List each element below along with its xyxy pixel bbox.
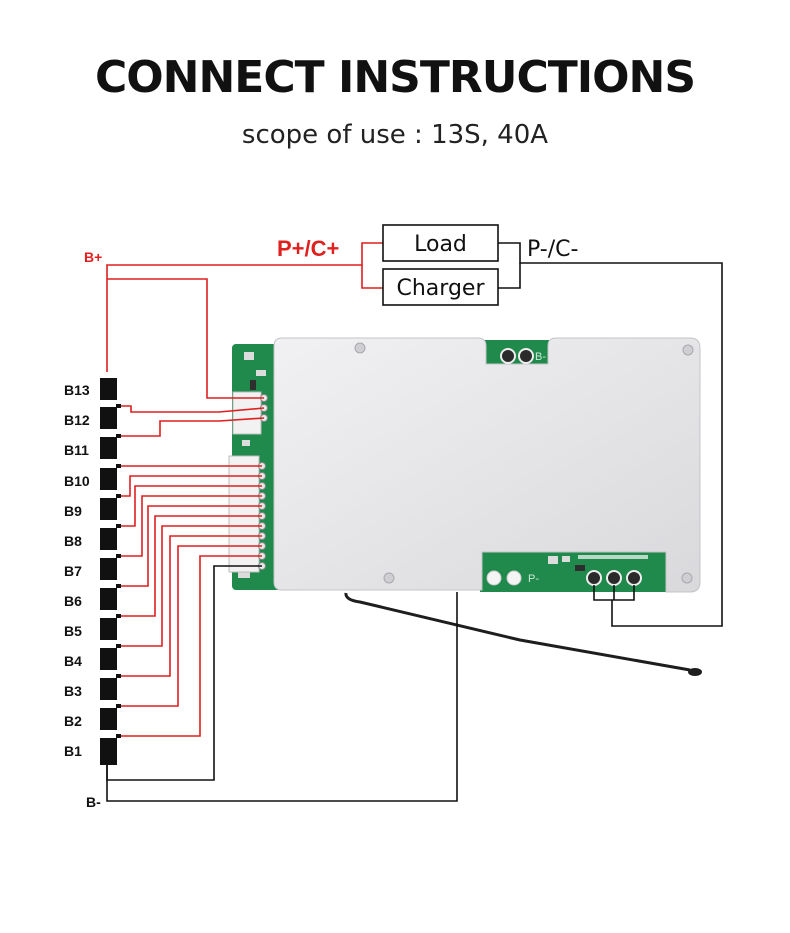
page-title: CONNECT INSTRUCTIONS bbox=[94, 52, 696, 103]
p-minus-pad-label: P- bbox=[528, 573, 539, 585]
b-minus-pad-hole bbox=[518, 348, 534, 364]
bms-board: B- P- bbox=[228, 337, 701, 593]
load-label: Load bbox=[414, 232, 467, 257]
p-plus-c-plus-label: P+/C+ bbox=[277, 236, 339, 261]
charger-box bbox=[382, 268, 499, 306]
b-plus-label: B+ bbox=[84, 249, 102, 265]
b-minus-pad-label: B- bbox=[535, 351, 546, 363]
cell-label-b5: B5 bbox=[64, 623, 82, 639]
cell-label-b11: B11 bbox=[64, 442, 89, 458]
screw-hole bbox=[681, 572, 693, 584]
cell-label-b10: B10 bbox=[64, 473, 90, 489]
p-minus-pad-hole bbox=[486, 570, 502, 586]
cell-label-b3: B3 bbox=[64, 683, 82, 699]
screw-hole bbox=[383, 572, 395, 584]
cell-label-b13: B13 bbox=[64, 382, 90, 398]
b-minus-label: B- bbox=[86, 794, 101, 810]
c-minus-pad-hole bbox=[606, 570, 622, 586]
screw-hole bbox=[682, 344, 694, 356]
balance-connector-bottom bbox=[228, 455, 260, 573]
c-minus-pad-hole bbox=[626, 570, 642, 586]
cell-label-b4: B4 bbox=[64, 653, 82, 669]
charger-label: Charger bbox=[397, 276, 486, 301]
ntc-sensor-cable bbox=[344, 592, 691, 672]
c-minus-pad-hole bbox=[586, 570, 602, 586]
cell-label-b7: B7 bbox=[64, 563, 82, 579]
page-subtitle: scope of use : 13S, 40A bbox=[241, 120, 549, 150]
cell-label-b9: B9 bbox=[64, 503, 82, 519]
p-minus-pad-hole bbox=[506, 570, 522, 586]
balance-wires bbox=[106, 242, 383, 737]
cell-label-b8: B8 bbox=[64, 533, 82, 549]
charger-plus-wire bbox=[361, 265, 383, 289]
cell-labels: B13 B12 B11 B10 B9 B8 B7 B6 B5 B4 B3 B2 … bbox=[64, 382, 90, 759]
battery-cell-stack bbox=[100, 378, 121, 765]
negative-wires bbox=[106, 242, 723, 802]
ntc-sensor-tip bbox=[688, 668, 702, 676]
cell-label-b6: B6 bbox=[64, 593, 82, 609]
b-minus-pad-hole bbox=[500, 348, 516, 364]
p-minus-c-minus-label: P-/C- bbox=[527, 237, 578, 262]
aluminium-heatsink bbox=[273, 337, 701, 593]
cell-label-b1: B1 bbox=[64, 743, 82, 759]
cell-label-b2: B2 bbox=[64, 713, 82, 729]
load-box bbox=[382, 224, 499, 262]
screw-hole bbox=[354, 342, 366, 354]
balance-connector-top bbox=[232, 391, 262, 435]
cell-label-b12: B12 bbox=[64, 412, 90, 428]
